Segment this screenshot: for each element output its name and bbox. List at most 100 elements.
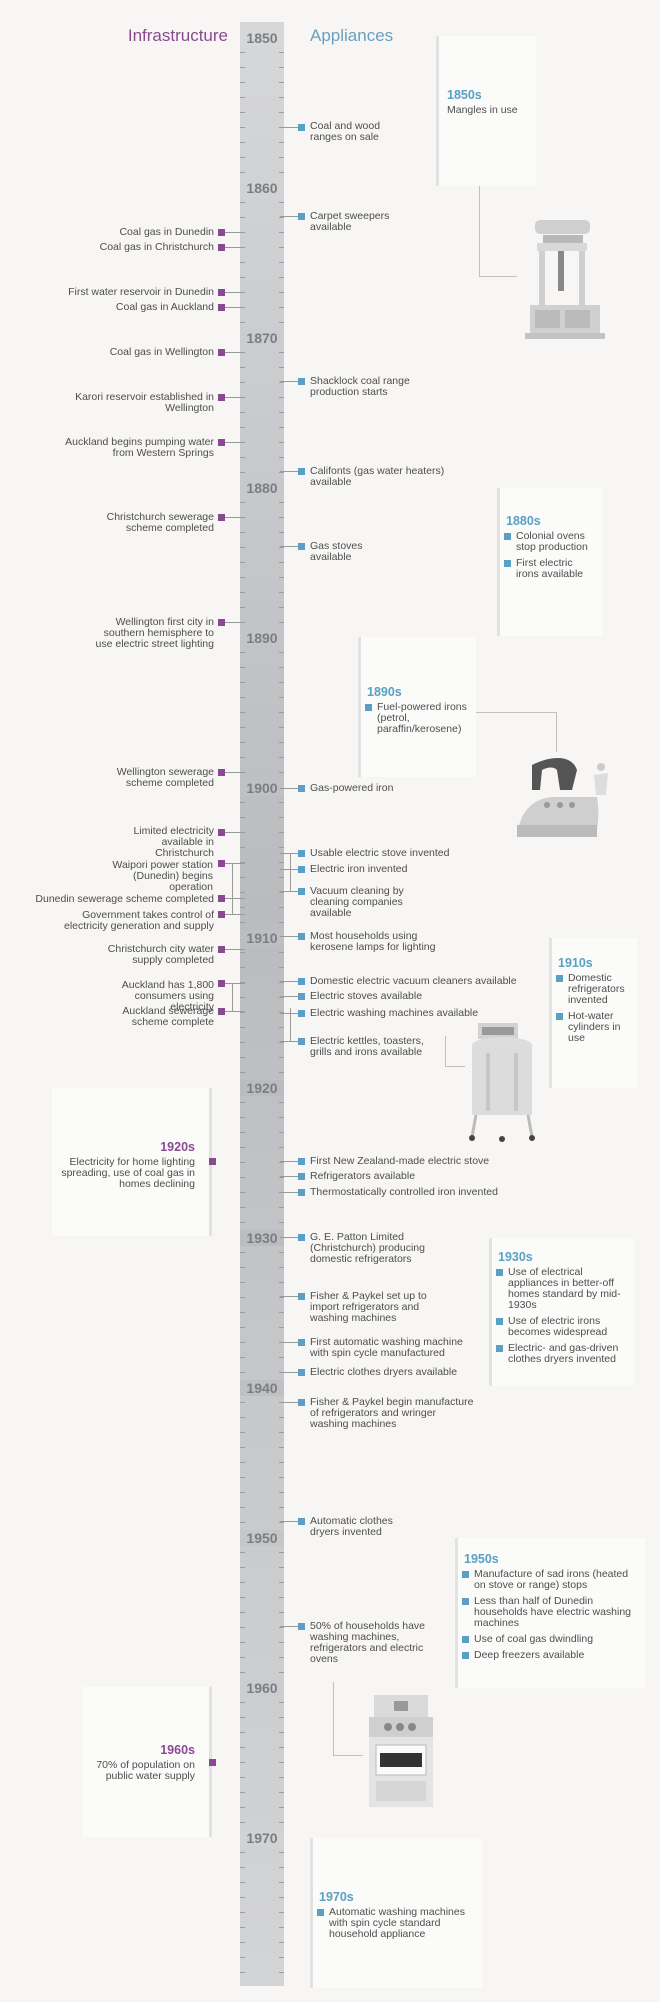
connector-line	[225, 832, 245, 833]
infrastructure-event: Wellington sewerage scheme completed	[116, 766, 214, 789]
connector-line	[280, 1372, 298, 1373]
connector-line	[225, 232, 245, 233]
decade-title: 1970s	[319, 1890, 354, 1904]
infrastructure-marker	[218, 911, 225, 918]
year-label: 1940	[240, 1380, 284, 1396]
bullet-marker	[496, 1318, 503, 1325]
decade-box-1970s: 1970s Automatic washing machines with sp…	[310, 1838, 482, 1988]
infrastructure-marker	[218, 1008, 225, 1015]
appliance-marker	[298, 933, 305, 940]
year-label: 1970	[240, 1830, 284, 1846]
infrastructure-event: Limited electricity available in Christc…	[133, 825, 214, 859]
decade-item: Use of electrical appliances in better-o…	[496, 1267, 628, 1311]
pointer-line	[445, 1066, 465, 1067]
appliance-marker	[298, 1293, 305, 1300]
appliance-event: Shacklock coal range production starts	[310, 375, 410, 398]
appliance-event: 50% of households have washing machines,…	[310, 1620, 426, 1665]
bullet-marker	[365, 704, 372, 711]
decade-item: Automatic washing machines with spin cyc…	[317, 1907, 476, 1940]
appliance-marker	[298, 1369, 305, 1376]
infrastructure-event: Karori reservoir established in Wellingt…	[75, 391, 214, 414]
infrastructure-event: Wellington first city in southern hemisp…	[95, 616, 214, 650]
bullet-marker	[209, 1158, 216, 1165]
connector-line	[225, 1011, 245, 1012]
decade-title: 1850s	[447, 88, 482, 102]
infrastructure-header: Infrastructure	[127, 26, 228, 45]
appliance-event: Gas-powered iron	[310, 782, 394, 794]
decade-item: Use of electric irons becomes widespread	[496, 1316, 628, 1338]
connector-line	[280, 1626, 298, 1627]
appliance-event: Vacuum cleaning by cleaning companies av…	[310, 885, 404, 919]
appliance-event: Domestic electric vacuum cleaners availa…	[310, 975, 517, 987]
decade-box-1920s: 1920s Electricity for home lighting spre…	[52, 1088, 212, 1236]
connector-line	[280, 1237, 298, 1238]
connector-line	[280, 127, 298, 128]
decade-item: Domestic refrigerators invented	[556, 973, 633, 1006]
decade-item: Deep freezers available	[462, 1650, 639, 1661]
appliance-marker	[298, 1038, 305, 1045]
decade-item: First electric irons available	[504, 558, 596, 580]
pointer-line	[556, 712, 557, 752]
bullet-marker	[496, 1269, 503, 1276]
year-label: 1890	[240, 630, 284, 646]
appliance-marker	[298, 1234, 305, 1241]
appliance-marker	[298, 378, 305, 385]
decade-box-1930s: 1930s Use of electrical appliances in be…	[489, 1238, 634, 1386]
appliance-event: Califonts (gas water heaters) available	[310, 465, 445, 488]
decade-title: 1960s	[160, 1743, 195, 1757]
infrastructure-marker	[218, 619, 225, 626]
connector-line	[225, 914, 245, 915]
decade-item: Colonial ovens stop production	[504, 531, 596, 553]
decade-title: 1910s	[558, 956, 593, 970]
bullet-marker	[462, 1636, 469, 1643]
mangle-icon	[525, 220, 605, 339]
connector-line	[280, 788, 298, 789]
connector-line	[280, 1296, 298, 1297]
year-label: 1920	[240, 1080, 284, 1096]
connector-line	[225, 352, 245, 353]
appliance-marker	[298, 468, 305, 475]
infrastructure-marker	[218, 769, 225, 776]
pointer-line	[333, 1755, 363, 1756]
year-label: 1900	[240, 780, 284, 796]
connector-line	[225, 772, 245, 773]
year-label: 1910	[240, 930, 284, 946]
appliance-event: Electric kettles, toasters, grills and i…	[310, 1035, 424, 1058]
bullet-marker	[504, 560, 511, 567]
appliance-event: Automatic clothes dryers invented	[310, 1515, 393, 1538]
bullet-marker	[496, 1345, 503, 1352]
appliance-event: Thermostatically controlled iron invente…	[310, 1186, 498, 1198]
appliance-marker	[298, 978, 305, 985]
appliance-event: Electric stoves available	[310, 990, 423, 1002]
appliance-event: Electric clothes dryers available	[310, 1366, 458, 1378]
connector-line	[280, 471, 298, 472]
appliances-header: Appliances	[310, 26, 394, 45]
connector-line	[280, 891, 298, 892]
decade-title: 1890s	[367, 685, 402, 699]
washing-machine-icon	[469, 1023, 535, 1142]
infrastructure-marker	[218, 860, 225, 867]
decade-item: Hot-water cylinders in use	[556, 1011, 633, 1044]
bullet-marker	[462, 1598, 469, 1605]
connector-line	[225, 307, 245, 308]
year-label: 1880	[240, 480, 284, 496]
bullet-marker	[317, 1909, 324, 1916]
connector-line	[280, 936, 298, 937]
infrastructure-event: Auckland has 1,800 consumers using elect…	[121, 979, 214, 1013]
appliance-event: Coal and wood ranges on sale	[310, 120, 381, 143]
bracket-line	[232, 983, 233, 1011]
appliance-marker	[298, 543, 305, 550]
connector-line	[225, 622, 245, 623]
connector-line	[225, 397, 245, 398]
fuel-iron-icon	[517, 758, 608, 837]
connector-line	[280, 1161, 298, 1162]
bullet-marker	[556, 1013, 563, 1020]
decade-item: Fuel-powered irons (petrol, paraffin/ker…	[365, 702, 470, 735]
infrastructure-event: Coal gas in Dunedin	[119, 226, 214, 238]
appliance-event: Most households using kerosene lamps for…	[310, 930, 436, 953]
appliance-marker	[298, 1518, 305, 1525]
appliance-marker	[298, 1158, 305, 1165]
appliance-event: First New Zealand-made electric stove	[310, 1155, 490, 1167]
decade-box-1950s: 1950s Manufacture of sad irons (heated o…	[455, 1538, 645, 1688]
infrastructure-marker	[218, 289, 225, 296]
